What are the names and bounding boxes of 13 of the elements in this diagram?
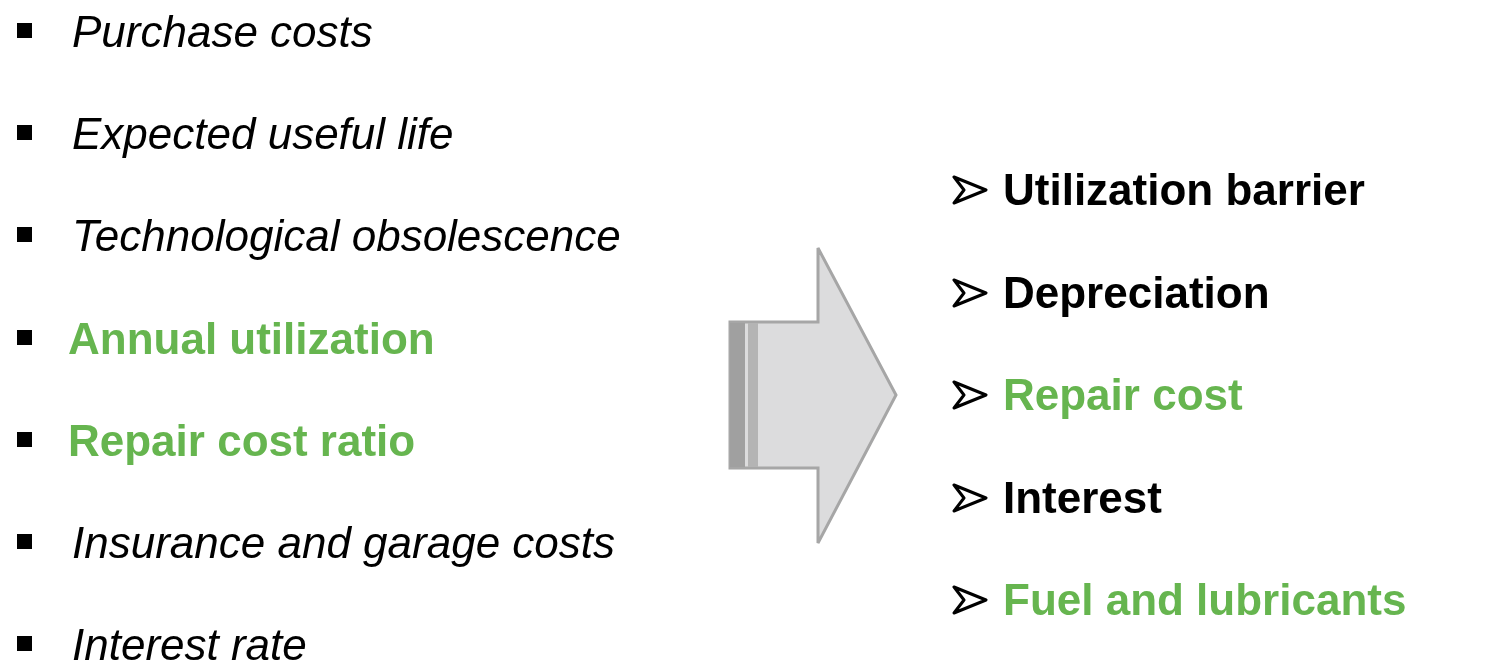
list-item: Interest [1003, 471, 1162, 524]
list-item: Interest rate [72, 619, 307, 665]
list-item: Purchase costs [72, 6, 373, 58]
block-arrow [728, 246, 898, 545]
list-item: Expected useful life [72, 108, 454, 161]
list-item: Utilization barrier [1003, 164, 1365, 216]
list-item: Annual utilization [68, 312, 435, 365]
list-item: Technological obsolescence [72, 210, 621, 263]
list-item: Repair cost [1003, 369, 1243, 421]
list-item: Depreciation [1003, 266, 1270, 319]
list-item: Fuel and lubricants [1003, 574, 1407, 626]
list-item: Repair cost ratio [68, 414, 416, 467]
list-item: Insurance and garage costs [72, 517, 616, 569]
